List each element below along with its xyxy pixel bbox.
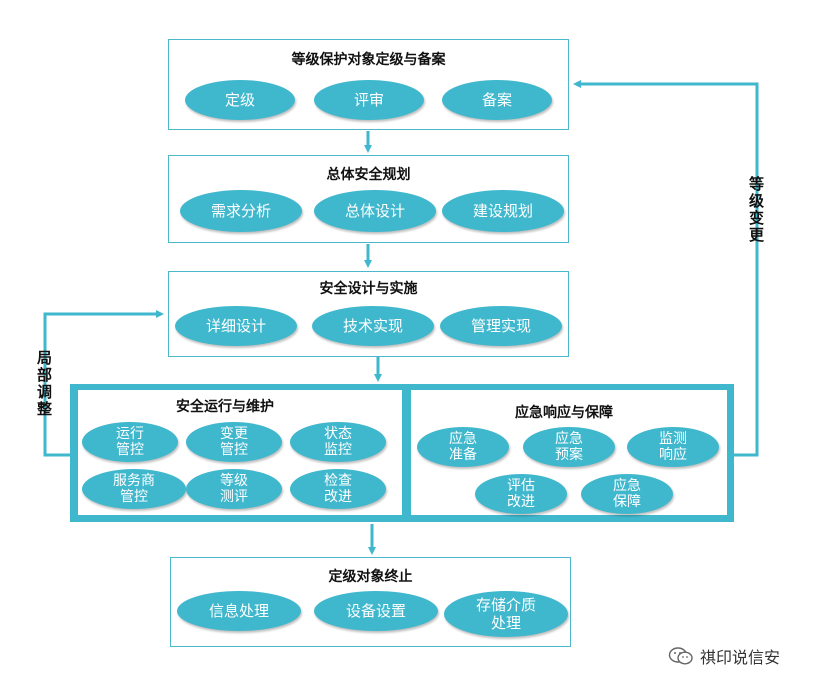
stage5-title: 定级对象终止 — [328, 569, 413, 585]
ops-item-change-control[interactable]: 变更 管控 — [186, 422, 282, 462]
stage3-title: 安全设计与实施 — [319, 281, 418, 297]
right-loop-label: 等级变更 — [747, 176, 765, 244]
watermark-text: 祺印说信安 — [700, 648, 781, 667]
ops-item-run-control[interactable]: 运行 管控 — [82, 422, 178, 462]
ops-item-status-monitor[interactable]: 状态 监控 — [290, 422, 386, 462]
left-loop-label: 局部调整 — [35, 350, 53, 418]
stage2-item-requirements[interactable]: 需求分析 — [180, 190, 302, 232]
emergency-item-plan[interactable]: 应急 预案 — [523, 427, 615, 467]
watermark: 祺印说信安 — [668, 644, 780, 668]
emergency-item-prepare[interactable]: 应急 准备 — [417, 427, 509, 467]
stage4-left-panel: 安全运行与维护 运行 管控 变更 管控 状态 监控 服务商 管控 等级 测评 检… — [78, 390, 402, 515]
stage3-box: 安全设计与实施 详细设计 技术实现 管理实现 — [168, 271, 569, 357]
stage1-item-grading[interactable]: 定级 — [185, 80, 295, 120]
wechat-icon — [668, 647, 693, 665]
emergency-item-monitor-respond[interactable]: 监测 响应 — [627, 427, 719, 467]
stage1-box: 等级保护对象定级与备案 定级 评审 备案 — [168, 39, 569, 130]
stage5-box: 定级对象终止 信息处理 设备设置 存储介质 处理 — [170, 557, 571, 647]
emergency-item-assurance[interactable]: 应急 保障 — [581, 474, 673, 514]
stage4-right-title: 应急响应与保障 — [515, 405, 613, 421]
stage1-item-review[interactable]: 评审 — [314, 80, 424, 120]
emergency-item-evaluate-improve[interactable]: 评估 改进 — [475, 474, 567, 514]
stage3-item-tech-impl[interactable]: 技术实现 — [312, 306, 434, 346]
stage5-item-info-processing[interactable]: 信息处理 — [177, 591, 301, 631]
ops-item-inspection-improve[interactable]: 检查 改进 — [290, 469, 386, 509]
ops-item-vendor-control[interactable]: 服务商 管控 — [82, 469, 186, 509]
stage2-box: 总体安全规划 需求分析 总体设计 建设规划 — [168, 155, 569, 243]
stage4-right-panel: 应急响应与保障 应急 准备 应急 预案 监测 响应 评估 改进 应急 保障 — [411, 390, 727, 515]
stage3-item-detailed-design[interactable]: 详细设计 — [175, 306, 297, 346]
arrow-right-loop — [573, 80, 759, 457]
stage5-item-device-settings[interactable]: 设备设置 — [314, 591, 438, 631]
stage2-item-overall-design[interactable]: 总体设计 — [314, 190, 436, 232]
stage3-item-mgmt-impl[interactable]: 管理实现 — [440, 306, 562, 346]
ops-item-level-assessment[interactable]: 等级 测评 — [186, 469, 282, 509]
stage5-item-media-processing[interactable]: 存储介质 处理 — [444, 591, 568, 637]
stage1-item-filing[interactable]: 备案 — [442, 80, 552, 120]
arrow-left-loop — [43, 310, 164, 457]
stage4-band: 安全运行与维护 运行 管控 变更 管控 状态 监控 服务商 管控 等级 测评 检… — [70, 384, 734, 522]
stage1-title: 等级保护对象定级与备案 — [291, 52, 446, 68]
stage2-item-construction-plan[interactable]: 建设规划 — [442, 190, 564, 232]
stage4-left-title: 安全运行与维护 — [176, 399, 274, 415]
stage2-title: 总体安全规划 — [326, 167, 411, 183]
